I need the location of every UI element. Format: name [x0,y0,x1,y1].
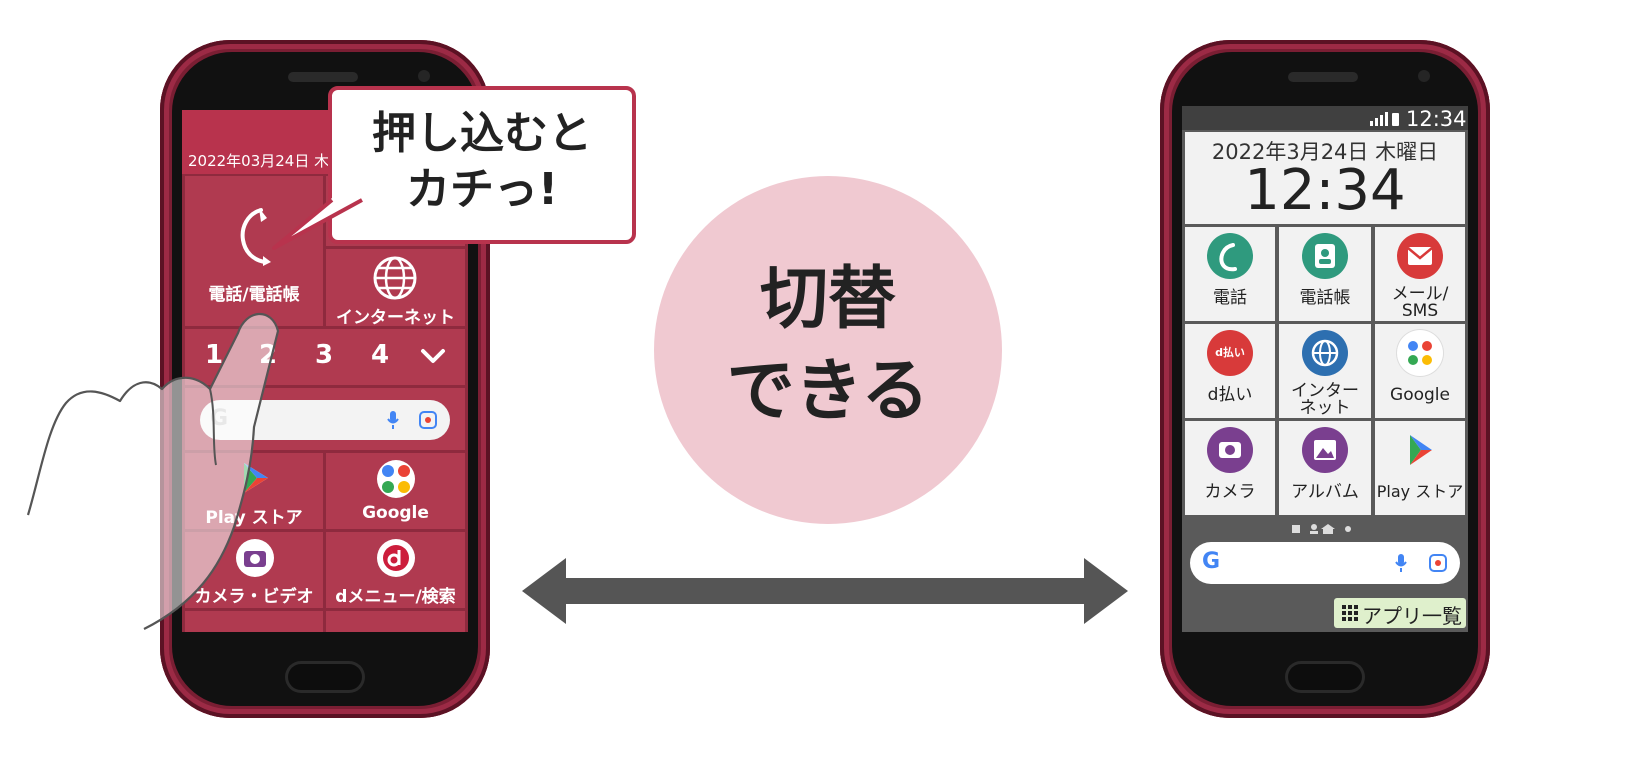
tile-play-store-label-right: Play ストア [1376,482,1464,501]
mail-icon [1397,233,1443,279]
dpay-icon: d払い [1207,330,1253,376]
handset-icon [240,208,271,266]
tile-camera-right[interactable]: カメラ [1185,421,1275,515]
dmenu-icon [377,539,415,577]
number-key-4[interactable]: 4 [370,340,390,370]
tile-internet-label: インターネット [336,308,455,328]
number-key-3[interactable]: 3 [314,340,334,370]
speech-bubble: 押し込むと カチっ! [328,86,636,244]
tile-google[interactable]: Google [326,453,465,529]
tile-dpay[interactable]: d払い d払い [1185,324,1275,418]
tile-internet-right[interactable]: インター ネット [1279,324,1371,418]
tile-partial-right[interactable] [326,611,465,632]
chevron-down-icon[interactable] [420,346,446,366]
bubble-line-1: 押し込むと [372,108,592,159]
status-bar [1182,106,1468,130]
contacts-icon [1302,233,1348,279]
tile-album[interactable]: アルバム [1279,421,1371,515]
bubble-line-2: カチっ! [405,164,559,215]
tile-phone-contacts[interactable]: 電話/電話帳 [185,176,323,326]
album-icon [1302,427,1348,473]
tile-contacts-label: 電話帳 [1299,288,1351,308]
tile-dmenu-search[interactable]: dメニュー/検索 [326,532,465,608]
left-date-text: 2022年03月24日 木 [188,152,330,170]
tile-internet[interactable]: インターネット [326,249,465,328]
tile-dmenu-search-label: dメニュー/検索 [335,587,456,607]
tile-google-label-right: Google [1390,385,1450,405]
mic-icon[interactable] [386,410,400,430]
globe-icon [373,256,417,300]
tile-album-label: アルバム [1291,482,1359,502]
tile-camera-label: カメラ [1204,482,1256,502]
camera-icon [1207,427,1253,473]
tile-phone-label: 電話 [1213,288,1247,308]
signal-icon [1370,112,1399,126]
tile-mail-sms-label-1: メール/ [1391,284,1449,304]
globe-icon [1302,330,1348,376]
grid-icon [1342,605,1358,621]
double-arrow-icon [522,558,1128,624]
switch-label-line-1: 切替 [759,260,896,339]
tile-mail-sms-label-2: SMS [1401,301,1439,321]
left-phone-speaker [288,72,358,82]
left-phone-camera [418,70,430,82]
tile-internet-label-2: ネット [1299,398,1351,418]
tile-camera-video-label: カメラ・ビデオ [194,587,314,607]
google-apps-icon [377,460,415,498]
page-indicator[interactable] [1290,522,1360,536]
app-list-button[interactable]: アプリ一覧 [1334,598,1466,628]
tile-google-right[interactable]: Google [1375,324,1465,418]
mic-icon[interactable] [1394,553,1408,573]
tile-dpay-label: d払い [1207,385,1253,405]
left-phone-home-button[interactable] [288,664,362,690]
right-phone: 12:34 2022年3月24日 木曜日 12:34 電話 電話帳 メール/ S… [1160,40,1490,718]
number-key-1[interactable]: 1 [204,340,224,370]
switch-label-line-2: できる [726,352,930,431]
camera-icon [236,539,274,577]
clock-time: 12:34 [1244,158,1406,223]
switch-circle: 切替 できる [654,176,1002,524]
right-phone-home-button[interactable] [1288,664,1362,690]
bubble-tail [272,198,363,250]
right-phone-screen: 12:34 2022年3月24日 木曜日 12:34 電話 電話帳 メール/ S… [1182,106,1468,632]
lens-icon[interactable] [418,410,438,430]
phone-icon [1207,233,1253,279]
tile-phone[interactable]: 電話 [1185,227,1275,321]
right-phone-camera [1418,70,1430,82]
app-list-label: アプリ一覧 [1362,604,1462,628]
lens-icon[interactable] [1428,553,1448,573]
tile-play-store-right[interactable]: Play ストア [1375,421,1465,515]
tile-contacts[interactable]: 電話帳 [1279,227,1371,321]
right-phone-speaker [1288,72,1358,82]
pressing-hand-illustration [26,312,280,630]
dpay-icon-text: d払い [1215,346,1245,359]
clock-panel [1185,132,1465,224]
right-search-bar[interactable]: G [1190,542,1460,584]
play-store-icon [1397,427,1443,473]
tile-phone-contacts-label: 電話/電話帳 [208,285,300,305]
tile-mail-sms[interactable]: メール/ SMS [1375,227,1465,321]
tile-partial-left[interactable] [185,611,323,632]
right-date-text: 2022年3月24日 木曜日 [1211,140,1439,164]
status-time: 12:34 [1406,107,1467,131]
google-apps-icon [1397,330,1443,376]
google-g-icon: G [1202,549,1221,574]
tile-internet-label-1: インター [1291,381,1359,401]
tile-google-label: Google [362,503,429,523]
